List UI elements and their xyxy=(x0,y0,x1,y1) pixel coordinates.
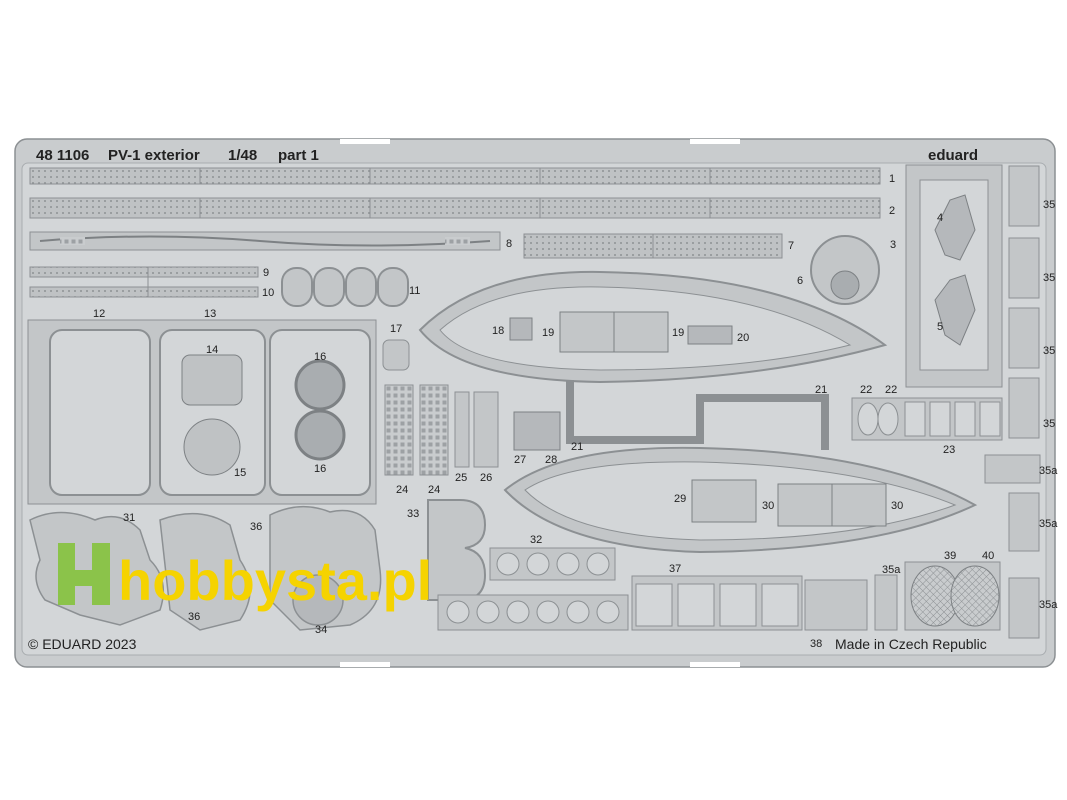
label-29: 29 xyxy=(674,493,686,505)
label-35f: 35a xyxy=(1039,518,1058,530)
part-strip-8 xyxy=(29,231,501,251)
label-7: 7 xyxy=(788,240,794,252)
fret-part: part 1 xyxy=(278,147,319,164)
label-6: 6 xyxy=(797,275,803,287)
part-rings-32 xyxy=(489,547,616,581)
label-28: 28 xyxy=(545,454,557,466)
label-18: 18 xyxy=(492,325,504,337)
label-35g: 35a xyxy=(882,564,901,576)
part-strip-2 xyxy=(29,197,881,219)
label-16b: 16 xyxy=(314,463,326,475)
part-frame-3 xyxy=(905,164,1003,388)
part-clips-35 xyxy=(984,165,1041,639)
label-16a: 16 xyxy=(314,351,326,363)
part-strip-1 xyxy=(29,167,881,185)
label-20: 20 xyxy=(737,332,749,344)
label-13: 13 xyxy=(204,308,216,320)
label-32: 32 xyxy=(530,534,542,546)
label-3: 3 xyxy=(890,239,896,251)
part-mesh-24-26 xyxy=(384,384,499,476)
label-39: 39 xyxy=(944,550,956,562)
part-panel-38 xyxy=(804,579,868,631)
label-1: 1 xyxy=(889,173,895,185)
label-10: 10 xyxy=(262,287,274,299)
label-15: 15 xyxy=(234,467,246,479)
label-35h: 35a xyxy=(1039,599,1058,611)
label-24b: 24 xyxy=(428,484,440,496)
label-21b: 21 xyxy=(815,384,827,396)
label-22b: 22 xyxy=(885,384,897,396)
label-21a: 21 xyxy=(571,441,583,453)
part-fin-lower xyxy=(503,446,978,554)
part-bracket-33 xyxy=(427,499,487,601)
label-33: 33 xyxy=(407,508,419,520)
label-36b: 36 xyxy=(188,611,200,623)
origin-text: Made in Czech Republic xyxy=(835,636,987,652)
label-35d: 35 xyxy=(1043,418,1055,430)
label-35b: 35 xyxy=(1043,272,1055,284)
part-panels-37 xyxy=(631,575,803,631)
part-rings-bottom xyxy=(437,594,629,631)
part-strip-7 xyxy=(523,233,783,259)
watermark: hobbysta.pl xyxy=(58,543,432,612)
part-disc-6 xyxy=(810,235,880,305)
fret-code: 48 1106 xyxy=(36,147,89,164)
label-26: 26 xyxy=(480,472,492,484)
part-panels-22-23 xyxy=(851,397,1003,441)
part-rings-11 xyxy=(281,267,409,307)
fret-product: PV-1 exterior xyxy=(108,147,200,164)
part-fin-upper xyxy=(418,270,888,384)
label-25: 25 xyxy=(455,472,467,484)
label-14: 14 xyxy=(206,344,218,356)
label-30b: 30 xyxy=(891,500,903,512)
label-40: 40 xyxy=(982,550,994,562)
label-35e: 35a xyxy=(1039,465,1058,477)
part-number-labels: 1 2 3 4 5 6 7 8 9 10 11 12 13 14 15 16 1… xyxy=(93,173,1058,650)
part-strip-9-10 xyxy=(29,266,259,298)
label-8: 8 xyxy=(506,238,512,250)
label-34: 34 xyxy=(315,624,327,636)
label-19b: 19 xyxy=(672,327,684,339)
part-connector-21 xyxy=(566,380,829,450)
label-30a: 30 xyxy=(762,500,774,512)
label-12: 12 xyxy=(93,308,105,320)
fret-scale: 1/48 xyxy=(228,147,257,164)
part-bracket-27-28 xyxy=(513,411,561,451)
label-37: 37 xyxy=(669,563,681,575)
label-22a: 22 xyxy=(860,384,872,396)
label-27: 27 xyxy=(514,454,526,466)
copyright-text: © EDUARD 2023 xyxy=(28,636,137,652)
part-mesh-39-40 xyxy=(904,561,1001,631)
label-35c: 35 xyxy=(1043,345,1055,357)
part-hook-17 xyxy=(382,339,410,371)
hobbysta-logo-icon xyxy=(58,543,110,605)
part-panels-12-13 xyxy=(27,319,377,505)
label-17: 17 xyxy=(390,323,402,335)
label-38: 38 xyxy=(810,638,822,650)
label-23: 23 xyxy=(943,444,955,456)
label-11: 11 xyxy=(409,285,420,297)
label-9: 9 xyxy=(263,267,269,279)
brand-logo: eduard xyxy=(928,147,978,164)
label-5: 5 xyxy=(937,321,943,333)
label-2: 2 xyxy=(889,205,895,217)
label-4: 4 xyxy=(937,212,943,224)
label-36a: 36 xyxy=(250,521,262,533)
part-clip-35a-lower xyxy=(874,574,898,631)
label-24a: 24 xyxy=(396,484,408,496)
watermark-text: hobbysta.pl xyxy=(118,549,432,612)
label-19a: 19 xyxy=(542,327,554,339)
label-35a: 35 xyxy=(1043,199,1055,211)
label-31: 31 xyxy=(123,512,135,524)
